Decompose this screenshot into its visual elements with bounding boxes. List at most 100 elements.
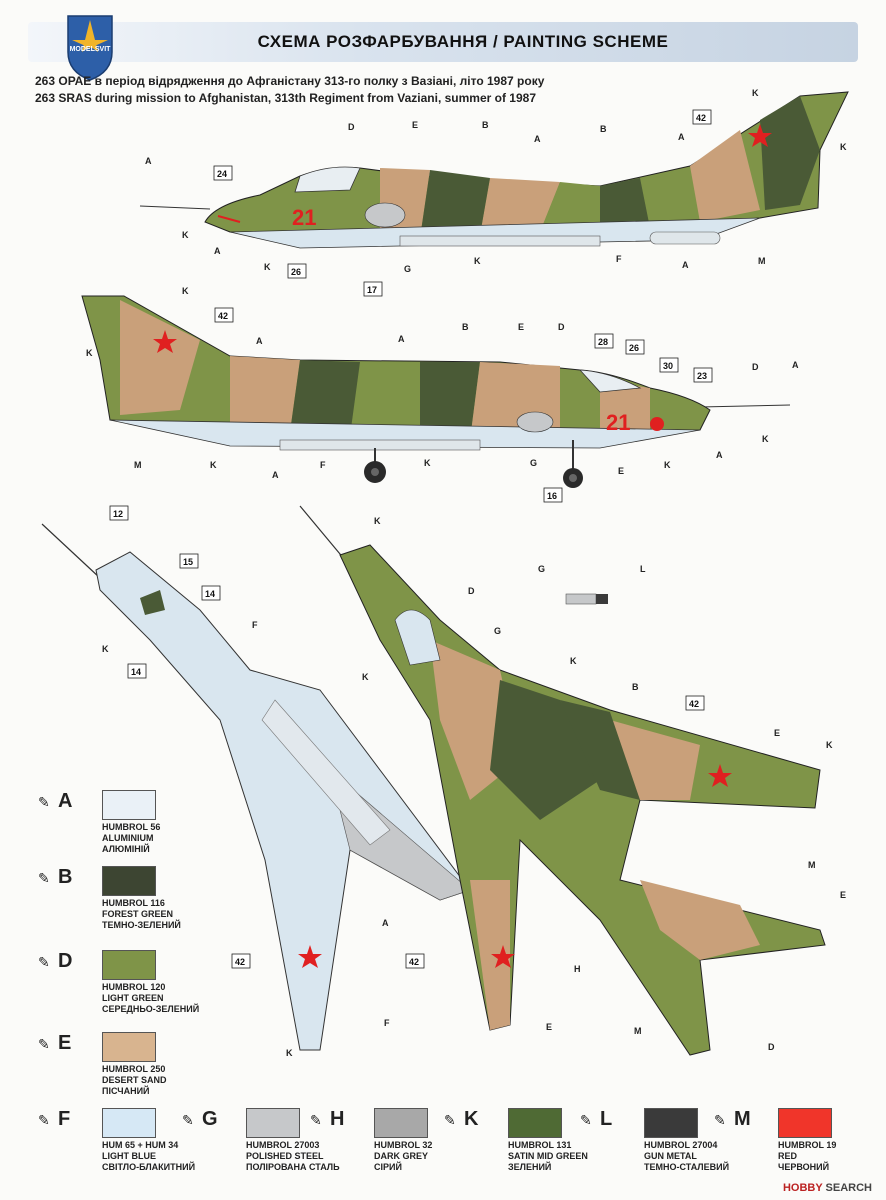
callout-14: 14 xyxy=(201,585,221,601)
color-swatch xyxy=(102,950,156,980)
callout-16: 16 xyxy=(543,487,563,503)
svg-text:42: 42 xyxy=(696,113,706,123)
callout-28: 28 xyxy=(594,333,614,349)
legend-name-en: ALUMINIUM xyxy=(102,833,154,843)
svg-text:K: K xyxy=(752,88,759,98)
color-swatch xyxy=(374,1108,428,1138)
watermark-rest: SEARCH xyxy=(825,1182,872,1194)
callout-42: 42 xyxy=(685,695,705,711)
callout-30: 30 xyxy=(659,357,679,373)
detail-g-l: G L xyxy=(538,564,646,605)
svg-text:D: D xyxy=(468,586,475,596)
svg-text:K: K xyxy=(424,458,431,468)
callout-42: 42 xyxy=(214,307,234,323)
side-view-left: 21 xyxy=(139,91,849,249)
svg-text:A: A xyxy=(716,450,723,460)
color-swatch xyxy=(102,1032,156,1062)
svg-text:16: 16 xyxy=(547,491,557,501)
svg-text:M: M xyxy=(808,860,816,870)
legend-name-en: DESERT SAND xyxy=(102,1075,167,1085)
legend-name-ua: ЧЕРВОНИЙ xyxy=(778,1162,830,1172)
color-swatch xyxy=(102,866,156,896)
svg-text:42: 42 xyxy=(235,957,245,967)
paintbrush-icon: ✎ xyxy=(580,1112,592,1128)
svg-text:K: K xyxy=(286,1048,293,1058)
paintbrush-icon: ✎ xyxy=(38,870,50,886)
svg-text:26: 26 xyxy=(291,267,301,277)
color-swatch xyxy=(246,1108,300,1138)
label-l: L xyxy=(640,564,646,574)
legend-code: HUMBROL 250 xyxy=(102,1064,166,1074)
svg-text:G: G xyxy=(494,626,501,636)
paintbrush-icon: ✎ xyxy=(38,794,50,810)
svg-text:14: 14 xyxy=(205,589,215,599)
red-star-bottom xyxy=(298,945,322,968)
svg-text:M: M xyxy=(634,1026,642,1036)
svg-text:42: 42 xyxy=(689,699,699,709)
svg-text:K: K xyxy=(182,230,189,240)
svg-text:A: A xyxy=(256,336,263,346)
legend-name-ua: ТЕМНО-СТАЛЕВИЙ xyxy=(644,1162,730,1172)
callout-42: 42 xyxy=(692,109,712,125)
svg-text:E: E xyxy=(774,728,780,738)
svg-text:H: H xyxy=(574,964,581,974)
svg-text:K: K xyxy=(762,434,769,444)
svg-text:F: F xyxy=(252,620,258,630)
svg-text:B: B xyxy=(482,120,489,130)
svg-text:K: K xyxy=(570,656,577,666)
svg-text:A: A xyxy=(534,134,541,144)
page-title: СХЕМА РОЗФАРБУВАННЯ / PAINTING SCHEME xyxy=(257,32,669,51)
callout-17: 17 xyxy=(363,281,383,297)
bort-number-side2: 21 xyxy=(606,410,630,435)
color-swatch xyxy=(778,1108,832,1138)
callout-24: 24 xyxy=(213,165,233,181)
legend-name-en: RED xyxy=(778,1151,798,1161)
legend-letter: K xyxy=(464,1108,479,1130)
bottom-view xyxy=(41,523,471,1051)
paintbrush-icon: ✎ xyxy=(38,1112,50,1128)
legend-code: HUMBROL 27003 xyxy=(246,1140,320,1150)
svg-text:K: K xyxy=(826,740,833,750)
legend-name-ua: СВІТЛО-БЛАКИТНИЙ xyxy=(102,1162,196,1172)
callout-42: 42 xyxy=(231,953,251,969)
callout-42: 42 xyxy=(405,953,425,969)
legend-letter: H xyxy=(330,1108,345,1130)
svg-text:15: 15 xyxy=(183,557,193,567)
callout-14: 14 xyxy=(127,663,147,679)
svg-text:K: K xyxy=(182,286,189,296)
svg-text:E: E xyxy=(840,890,846,900)
svg-text:K: K xyxy=(374,516,381,526)
top-view xyxy=(299,505,826,1056)
svg-text:K: K xyxy=(664,460,671,470)
svg-text:E: E xyxy=(412,120,418,130)
svg-text:A: A xyxy=(214,246,221,256)
legend-letter: L xyxy=(600,1108,613,1130)
legend-code: HUMBROL 131 xyxy=(508,1140,572,1150)
svg-text:D: D xyxy=(348,122,355,132)
legend-code: HUMBROL 19 xyxy=(778,1140,837,1150)
callout-12: 12 xyxy=(109,505,129,521)
paintbrush-icon: ✎ xyxy=(444,1112,456,1128)
legend-name-ua: СЕРЕДНЬО-ЗЕЛЕНИЙ xyxy=(102,1004,200,1014)
legend-name-ua: ПОЛІРОВАНА СТАЛЬ xyxy=(246,1162,340,1172)
svg-text:26: 26 xyxy=(629,343,639,353)
paint-letter-labels: A D E B A B A K K K A K G K F A M K K A … xyxy=(86,88,847,1058)
svg-text:E: E xyxy=(518,322,524,332)
svg-text:42: 42 xyxy=(218,311,228,321)
svg-text:B: B xyxy=(462,322,469,332)
title-banner: СХЕМА РОЗФАРБУВАННЯ / PAINTING SCHEME xyxy=(28,22,858,62)
svg-text:A: A xyxy=(682,260,689,270)
legend-name-en: GUN METAL xyxy=(644,1151,697,1161)
decal-callouts: 24 42 26 17 42 28 26 30 23 16 12 15 14 1… xyxy=(109,109,713,969)
svg-text:42: 42 xyxy=(409,957,419,967)
red-star-top-tail xyxy=(491,945,515,968)
svg-text:12: 12 xyxy=(113,509,123,519)
